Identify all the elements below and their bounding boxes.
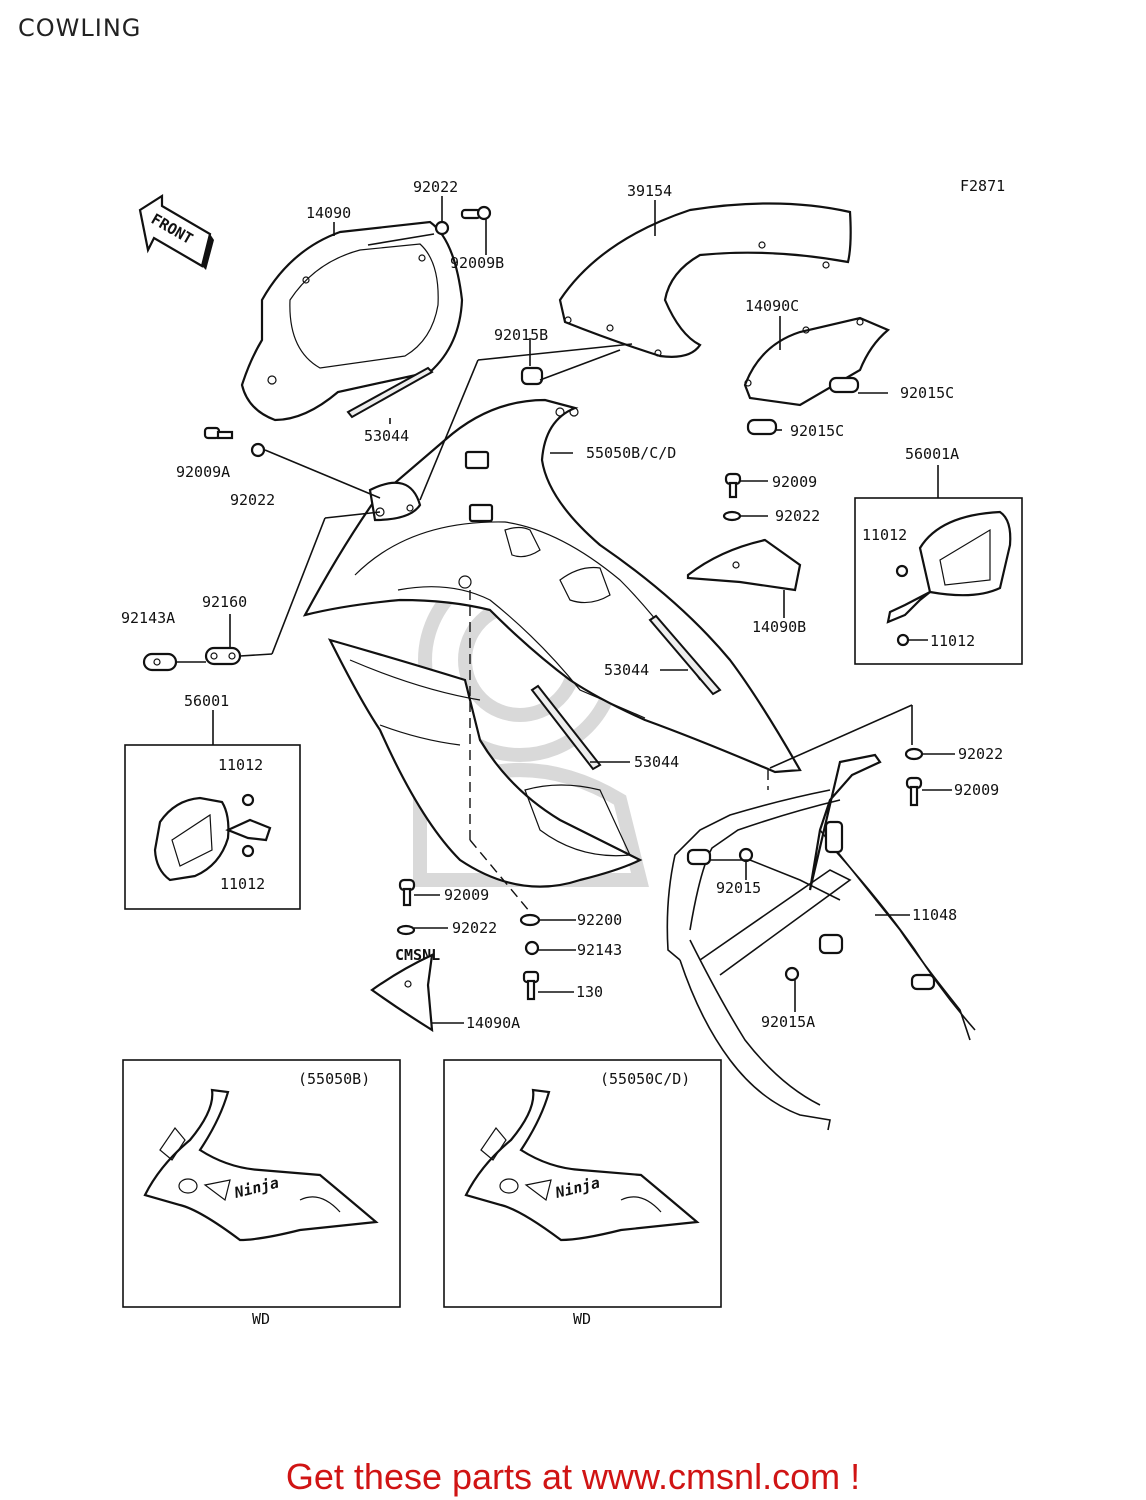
part-label: 11012 — [220, 875, 265, 893]
part-label: 92009 — [444, 886, 489, 904]
page-title: COWLING — [18, 14, 142, 42]
meter-cover-part — [240, 220, 464, 422]
part-label: 39154 — [627, 182, 672, 200]
rubber-strip-part — [346, 366, 434, 419]
rubber-strip-part — [530, 684, 602, 771]
part-label: 11012 — [930, 632, 975, 650]
mirror-right-part — [886, 510, 1012, 647]
part-label: 92022 — [775, 507, 820, 525]
part-label: 92009 — [954, 781, 999, 799]
part-label: 92015B — [494, 326, 548, 344]
shop-link-banner[interactable]: Get these parts at www.cmsnl.com ! — [285, 1456, 861, 1497]
part-label: 92015C — [900, 384, 954, 402]
part-label: 92009B — [450, 254, 504, 272]
cowling-stay-bracket-part — [666, 753, 976, 1131]
part-label: 92143 — [577, 941, 622, 959]
part-label: 92015C — [790, 422, 844, 440]
part-label: 53044 — [604, 661, 649, 679]
part-label: 92015A — [761, 1013, 815, 1031]
part-label: 130 — [576, 983, 603, 1001]
part-label: 92009A — [176, 463, 230, 481]
part-label: 55050B/C/D — [586, 444, 676, 462]
windshield-part — [558, 202, 852, 358]
market-code: WD — [252, 1310, 270, 1328]
part-label: 56001A — [905, 445, 959, 463]
part-label: 53044 — [364, 427, 409, 445]
part-number-labels: 92022 14090 92009B 39154 92015B 14090C 9… — [121, 178, 1003, 1032]
front-arrow-icon: FRONT — [138, 193, 214, 270]
part-label: 14090C — [745, 297, 799, 315]
part-label: 14090 — [306, 204, 351, 222]
inner-cover-lower-part — [370, 953, 434, 1033]
variant-caption: (55050C/D) — [600, 1070, 690, 1088]
part-label: 11048 — [912, 906, 957, 924]
part-label: 92160 — [202, 593, 247, 611]
inner-cover-upper-part — [743, 316, 891, 436]
main-cowling-part — [302, 398, 802, 888]
part-label: 11012 — [218, 756, 263, 774]
inner-cover-mid-part — [686, 538, 802, 592]
part-label: 53044 — [634, 753, 679, 771]
part-label: 92022 — [452, 919, 497, 937]
part-label: 92015 — [716, 879, 761, 897]
part-label: 92200 — [577, 911, 622, 929]
part-label: 92022 — [958, 745, 1003, 763]
variant-box-55050cd: (55050C/D) Ninja WD — [443, 1059, 722, 1328]
mirror-left-part — [153, 793, 272, 882]
part-label: 92009 — [772, 473, 817, 491]
market-code: WD — [573, 1310, 591, 1328]
part-label: 14090B — [752, 618, 806, 636]
figure-code: F2871 — [960, 177, 1005, 195]
part-label: 92143A — [121, 609, 175, 627]
part-label: 92022 — [230, 491, 275, 509]
leader-lines — [176, 196, 955, 1024]
part-label: 11012 — [862, 526, 907, 544]
part-label: 56001 — [184, 692, 229, 710]
rubber-strip-part — [648, 614, 722, 696]
variant-caption: (55050B) — [298, 1070, 370, 1088]
variant-box-55050b: (55050B) Ninja WD — [122, 1059, 401, 1328]
part-label: 14090A — [466, 1014, 520, 1032]
part-label: 92022 — [413, 178, 458, 196]
